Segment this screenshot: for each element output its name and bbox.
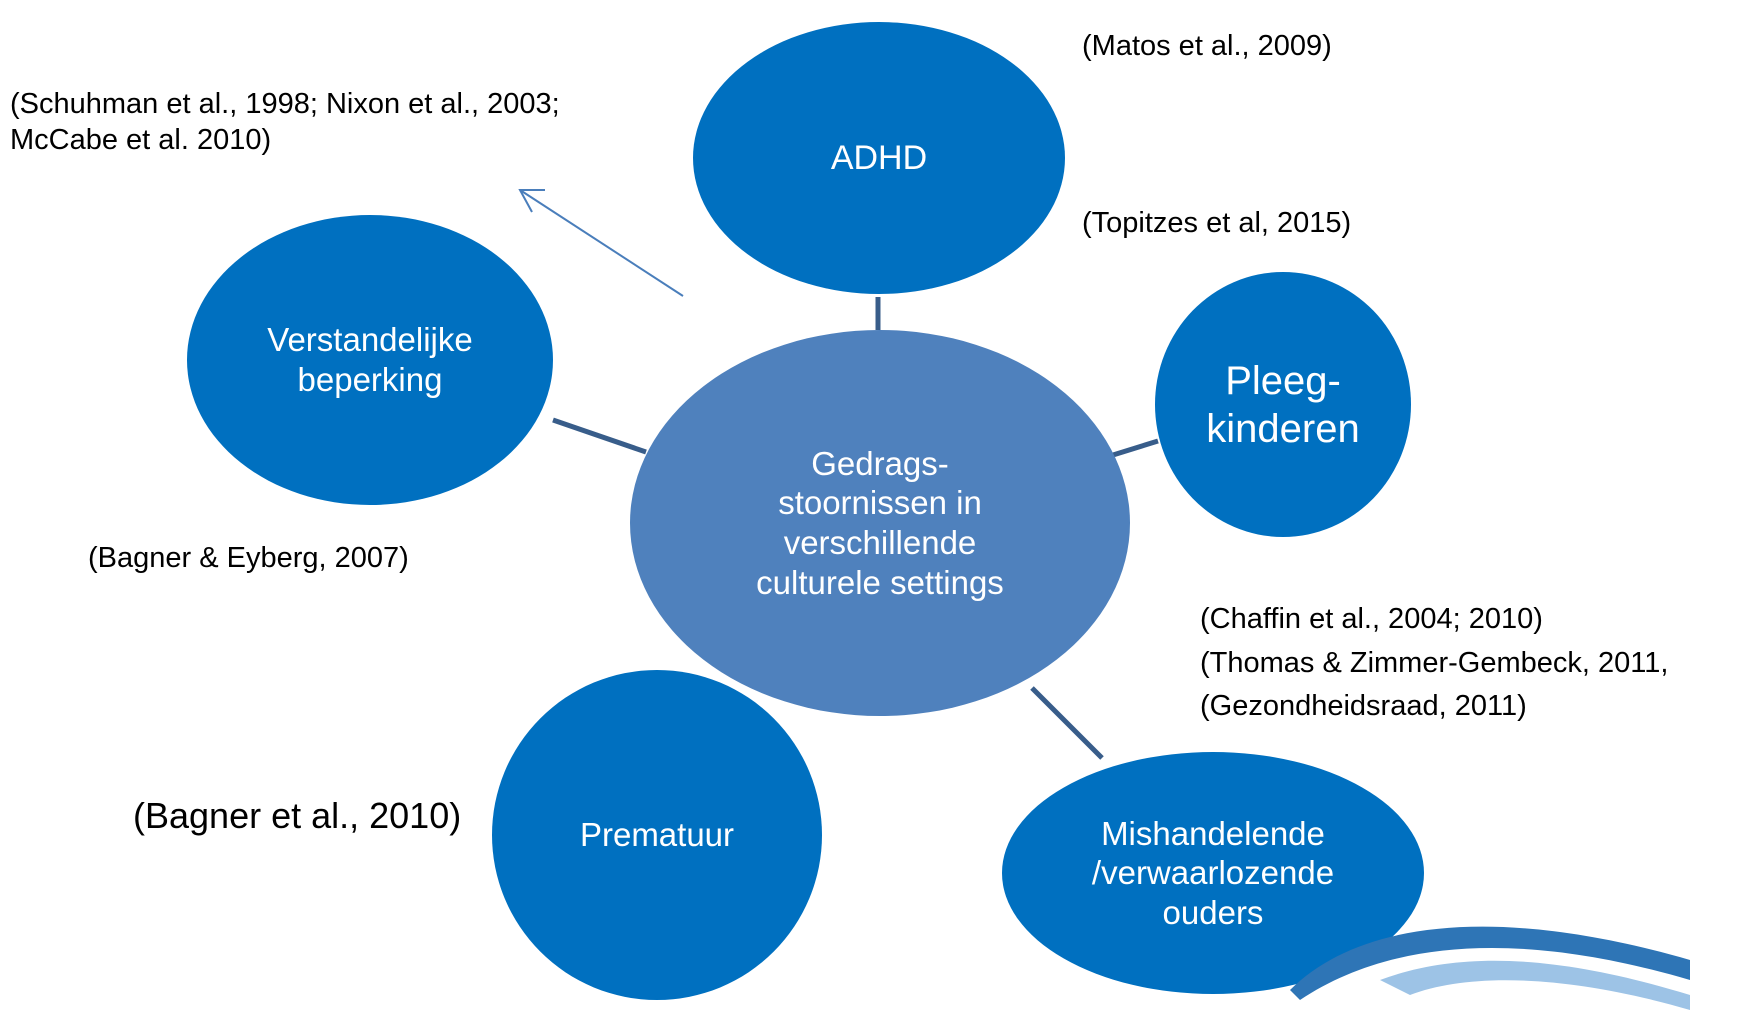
reference-bagner-2010: (Bagner et al., 2010): [133, 793, 461, 838]
reference-schuhman-line2: McCabe et al. 2010): [10, 124, 272, 157]
reference-schuhman-line1: (Schuhman et al., 1998; Nixon et al., 20…: [10, 88, 560, 120]
arrow-head: [518, 189, 545, 213]
node-prematuur-label: Prematuur: [579, 816, 735, 854]
node-adhd-label: ADHD: [830, 138, 928, 177]
connector-pleeg: [1112, 438, 1159, 458]
reference-topitzes: (Topitzes et al, 2015): [1082, 205, 1351, 241]
reference-topitzes-text: (Topitzes et al, 2015): [1082, 207, 1352, 239]
reference-schuhman: (Schuhman et al., 1998; Nixon et al., 20…: [10, 86, 560, 159]
node-pleegkinderen-label: Pleeg-kinderen: [1206, 358, 1360, 451]
reference-bagner-2010-text: (Bagner et al., 2010): [133, 795, 462, 836]
reference-matos: (Matos et al., 2009): [1082, 28, 1332, 64]
connector-verstandelijk: [552, 417, 647, 455]
reference-chaffin: (Chaffin et al., 2004; 2010) (Thomas & Z…: [1200, 598, 1668, 729]
reference-bagner-eyberg-text: (Bagner & Eyberg, 2007): [88, 542, 409, 574]
reference-chaffin-line3: (Gezondheidsraad, 2011): [1200, 690, 1527, 722]
node-prematuur: Prematuur: [492, 670, 822, 1000]
logo-swoosh: [1290, 926, 1690, 1010]
node-pleegkinderen: Pleeg-kinderen: [1155, 272, 1411, 537]
reference-chaffin-line1: (Chaffin et al., 2004; 2010): [1200, 603, 1543, 635]
connector-mishandelend: [1030, 686, 1104, 760]
arrow-line: [519, 189, 684, 297]
reference-chaffin-line2: (Thomas & Zimmer-Gembeck, 2011,: [1200, 646, 1669, 679]
reference-matos-text: (Matos et al., 2009): [1082, 30, 1332, 62]
reference-bagner-eyberg: (Bagner & Eyberg, 2007): [88, 540, 409, 576]
node-adhd: ADHD: [693, 22, 1065, 294]
